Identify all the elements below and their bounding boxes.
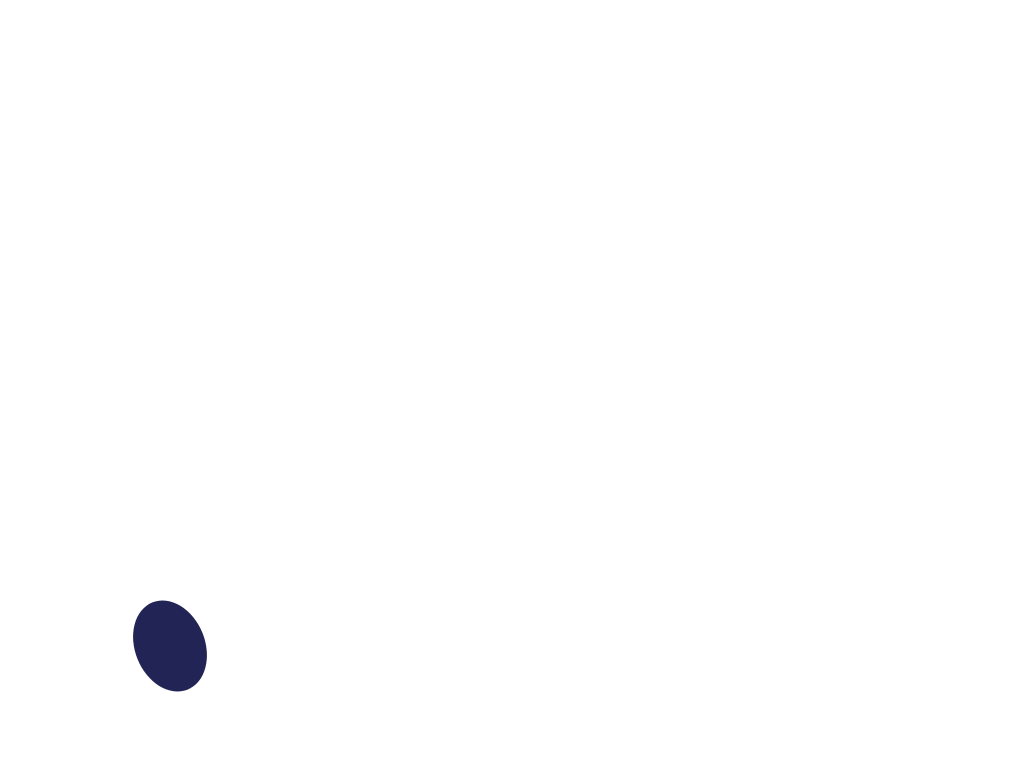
dark-blue-ellipse bbox=[133, 600, 207, 692]
